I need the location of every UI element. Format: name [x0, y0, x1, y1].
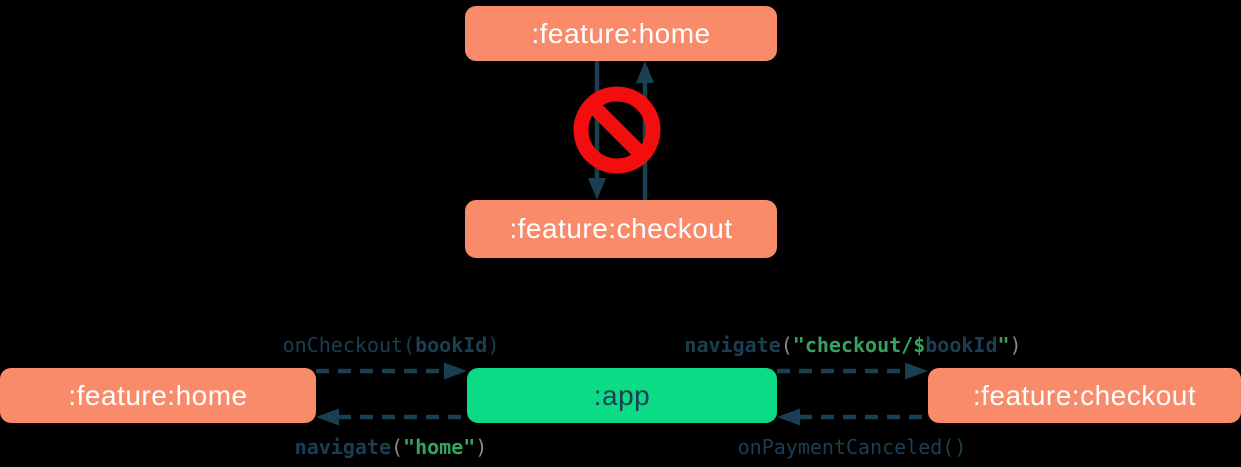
node-feature-checkout: :feature:checkout: [928, 368, 1241, 423]
code-text: onPaymentCanceled(): [737, 435, 967, 459]
node-feature-checkout-top: :feature:checkout: [465, 200, 777, 258]
code-paren: ): [475, 435, 488, 459]
node-label: :feature:home: [531, 17, 711, 49]
no-entry-icon: [573, 86, 661, 174]
code-paren: ): [1009, 333, 1022, 357]
code-paren: (: [780, 333, 793, 357]
label-on-payment-canceled: onPaymentCanceled(): [738, 435, 967, 459]
node-feature-home-top: :feature:home: [465, 6, 777, 61]
code-text: onCheckout(: [282, 333, 416, 357]
label-navigate-home: navigate("home"): [295, 435, 488, 459]
code-string: ": [997, 333, 1010, 357]
node-feature-home: :feature:home: [0, 368, 316, 423]
code-string: "checkout/$: [792, 333, 926, 357]
node-label: :feature:checkout: [972, 379, 1197, 411]
code-paren: (: [390, 435, 404, 459]
code-text: ): [487, 333, 500, 357]
code-string: "home": [403, 435, 476, 459]
label-on-checkout: onCheckout(bookId): [283, 333, 500, 357]
arrow-app-to-checkout: [777, 362, 928, 380]
node-label: :app: [593, 379, 651, 411]
code-param: bookId: [415, 333, 488, 357]
node-app: :app: [467, 368, 777, 423]
arrow-app-to-home: [316, 408, 467, 426]
code-param: bookId: [925, 333, 998, 357]
label-navigate-checkout: navigate("checkout/$bookId"): [684, 333, 1021, 357]
node-label: :feature:home: [68, 379, 248, 411]
arrow-checkout-to-app: [777, 408, 928, 426]
node-label: :feature:checkout: [509, 213, 733, 244]
code-fn: navigate: [684, 333, 781, 357]
code-fn: navigate: [294, 435, 391, 459]
arrow-home-to-app: [316, 362, 467, 380]
